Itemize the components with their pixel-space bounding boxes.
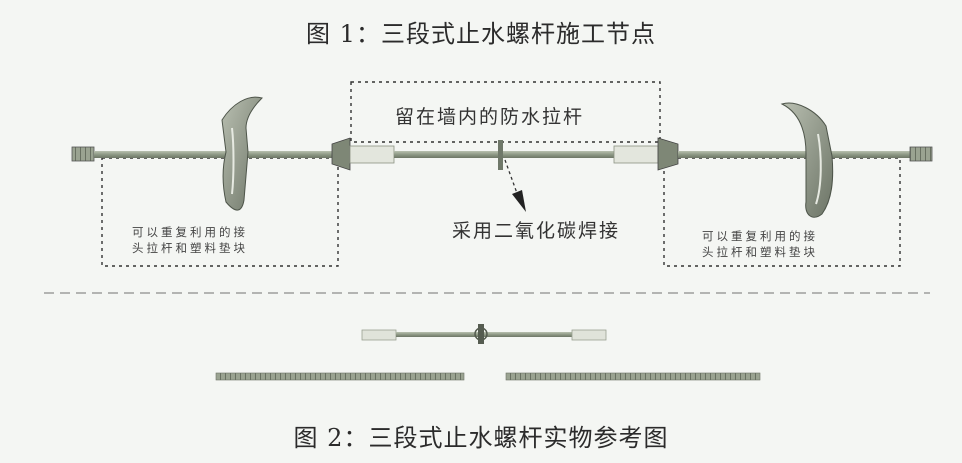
figure1-caption: 图 1：三段式止水螺杆施工节点 [306,20,656,48]
note-left: 可以重复利用的接 头拉杆和塑料垫块 [132,224,248,256]
right-outer-rod [678,151,914,158]
tie-rod-assembly [71,96,933,218]
left-dotted-box [101,157,339,267]
note-right: 可以重复利用的接 头拉杆和塑料垫块 [702,228,818,260]
label-middle-rod: 留在墙内的防水拉杆 [395,106,585,128]
right-dotted-box [663,157,901,267]
note-left-line1: 可以重复利用的接 [132,225,248,239]
right-sleeve [613,145,659,164]
reference-photo-assembled-rod [361,324,607,344]
figure2-caption: 图 2：三段式止水螺杆实物参考图 [293,424,669,452]
note-right-line1: 可以重复利用的接 [702,229,818,243]
left-sleeve [349,145,395,164]
water-stop-plate [498,140,503,170]
label-co2-weld: 采用二氧化碳焊接 [452,220,621,242]
reference-left-threaded-rod [215,372,465,381]
reference-right-threaded-rod [505,372,761,381]
note-left-line2: 头拉杆和塑料垫块 [132,241,248,255]
right-threaded-end [909,146,933,162]
right-clamp [780,102,834,218]
left-threaded-end [71,146,95,162]
weld-leader-line [504,159,519,197]
weld-arrow-icon [512,190,526,212]
right-plastic-cone [657,137,679,171]
left-outer-rod [94,151,334,158]
left-plastic-cone [331,137,351,171]
middle-rod [394,151,614,158]
reference-photo-outer-rods [215,372,761,381]
middle-dotted-box [350,81,661,143]
note-right-line2: 头拉杆和塑料垫块 [702,245,818,259]
